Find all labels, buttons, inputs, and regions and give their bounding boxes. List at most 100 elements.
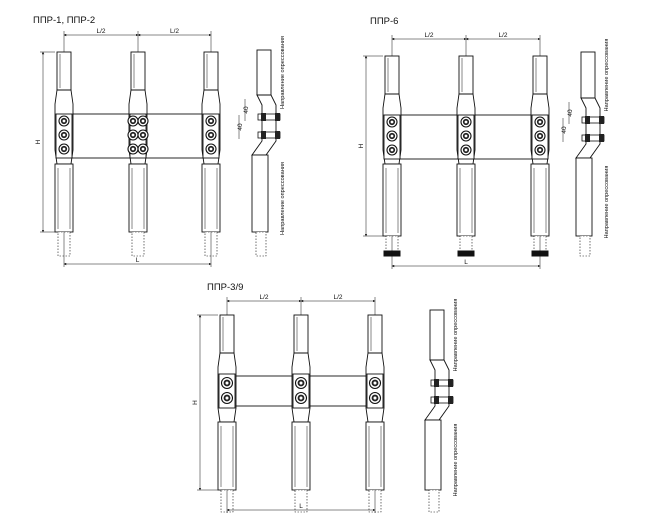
bolt-1-2-1-core	[141, 147, 145, 151]
dim-bolt-1: 40	[243, 106, 250, 114]
bolt-1-0-0-core	[131, 119, 135, 123]
clamp-1-upper-tube	[458, 55, 474, 95]
side-nut-b-1	[275, 131, 280, 139]
dim-height: H	[358, 143, 365, 148]
diagram-title-ppr-3-9: ППР-3/9	[207, 282, 244, 293]
side-upper-tube	[429, 309, 445, 361]
side-nut-b-0	[599, 116, 604, 124]
side-plate	[251, 94, 277, 156]
clamp-2-upper-tube	[203, 51, 219, 91]
bolt-1-1-0-core	[131, 133, 135, 137]
bolt-0-1-0-core	[225, 396, 229, 400]
note-bottom: Направление опрессования	[604, 166, 610, 239]
dim-bolt-2: 40	[561, 126, 568, 134]
bolt-1-1-0-core	[299, 396, 303, 400]
side-nut-b-1	[599, 134, 604, 142]
bolt-2-1-0-core	[538, 134, 542, 138]
clamp-2-lower-sleeve	[365, 421, 385, 491]
side-nut-b-0	[275, 113, 280, 121]
clamp-0-upper-tube	[384, 55, 400, 95]
dim-bolt-1: 40	[567, 109, 574, 117]
dim-half-left: L/2	[259, 294, 268, 301]
bolt-2-0-0-core	[373, 381, 377, 385]
bolt-0-0-0-core	[390, 120, 394, 124]
note-bottom: Направление опрессования	[453, 424, 459, 497]
dim-half-left: L/2	[96, 28, 105, 35]
bolt-2-1-0-core	[373, 396, 377, 400]
clamp-2-lower-sleeve	[530, 163, 550, 237]
bolt-2-2-0-core	[538, 148, 542, 152]
clamp-1-upper-tube	[293, 314, 309, 354]
clamp-2-upper-tube	[367, 314, 383, 354]
bolt-1-0-0-core	[464, 120, 468, 124]
clamp-2-lower-sleeve	[201, 163, 221, 233]
side-cable	[255, 231, 267, 257]
clamp-1-cable	[294, 489, 308, 513]
bolt-0-1-0-core	[62, 133, 66, 137]
diagram-title-ppr-6: ППР-6	[370, 16, 399, 27]
bolt-1-2-0-core	[131, 147, 135, 151]
bolt-2-0-0-core	[209, 119, 213, 123]
side-plate	[424, 359, 450, 421]
clamp-0-lower-sleeve	[382, 163, 402, 237]
dim-half-right: L/2	[170, 28, 179, 35]
bolt-2-1-0-core	[209, 133, 213, 137]
side-nut-b-0	[448, 379, 453, 387]
side-plate	[575, 97, 601, 159]
bolt-1-1-0-core	[464, 134, 468, 138]
bolt-0-0-0-core	[62, 119, 66, 123]
side-nut-1	[434, 396, 439, 404]
bolt-1-1-1-core	[141, 133, 145, 137]
note-top: Направление опрессования	[280, 36, 286, 109]
bolt-1-0-1-core	[141, 119, 145, 123]
clamp-1-cable	[131, 231, 145, 257]
dim-bolt-2: 40	[237, 123, 244, 131]
clamp-0-upper-tube	[56, 51, 72, 91]
dim-total: L	[136, 257, 140, 264]
side-nut-1	[585, 134, 590, 142]
dim-half-left: L/2	[424, 32, 433, 39]
bolt-0-2-0-core	[390, 148, 394, 152]
dim-half-right: L/2	[333, 294, 342, 301]
bolt-2-2-0-core	[209, 147, 213, 151]
clamp-1-lower-sleeve	[128, 163, 148, 233]
clamp-2-upper-tube	[532, 55, 548, 95]
side-nut-0	[434, 379, 439, 387]
clamp-0-lower-sleeve	[217, 421, 237, 491]
bolt-1-0-0-core	[299, 381, 303, 385]
side-upper-tube	[256, 49, 272, 96]
side-lower-sleeve	[424, 419, 442, 491]
bolt-0-0-0-core	[225, 381, 229, 385]
diagram-title-ppr-1-2: ППР-1, ППР-2	[33, 15, 96, 26]
clamp-1-lower-sleeve	[456, 163, 476, 237]
clamp-0-lower-sleeve	[54, 163, 74, 233]
clamp-1-collar	[457, 250, 475, 257]
side-cable	[579, 235, 591, 257]
side-nut-1	[261, 131, 266, 139]
clamp-0-upper-tube	[219, 314, 235, 354]
clamp-1-lower-sleeve	[291, 421, 311, 491]
side-lower-sleeve	[251, 154, 269, 233]
side-cable	[428, 489, 440, 513]
side-nut-0	[585, 116, 590, 124]
bolt-2-0-0-core	[538, 120, 542, 124]
bolt-0-2-0-core	[62, 147, 66, 151]
note-bottom: Направление опрессования	[280, 162, 286, 235]
dim-half-right: L/2	[498, 32, 507, 39]
side-nut-0	[261, 113, 266, 121]
dim-height: H	[192, 400, 199, 405]
side-upper-tube	[580, 51, 596, 99]
dim-total: L	[464, 259, 468, 266]
bolt-0-1-0-core	[390, 134, 394, 138]
dim-height: H	[35, 139, 42, 144]
side-lower-sleeve	[575, 157, 593, 237]
note-top: Направление опрессования	[453, 299, 459, 372]
clamp-1-upper-tube	[130, 51, 146, 91]
note-top: Направление опрессования	[604, 39, 610, 112]
bolt-1-2-0-core	[464, 148, 468, 152]
side-nut-b-1	[448, 396, 453, 404]
